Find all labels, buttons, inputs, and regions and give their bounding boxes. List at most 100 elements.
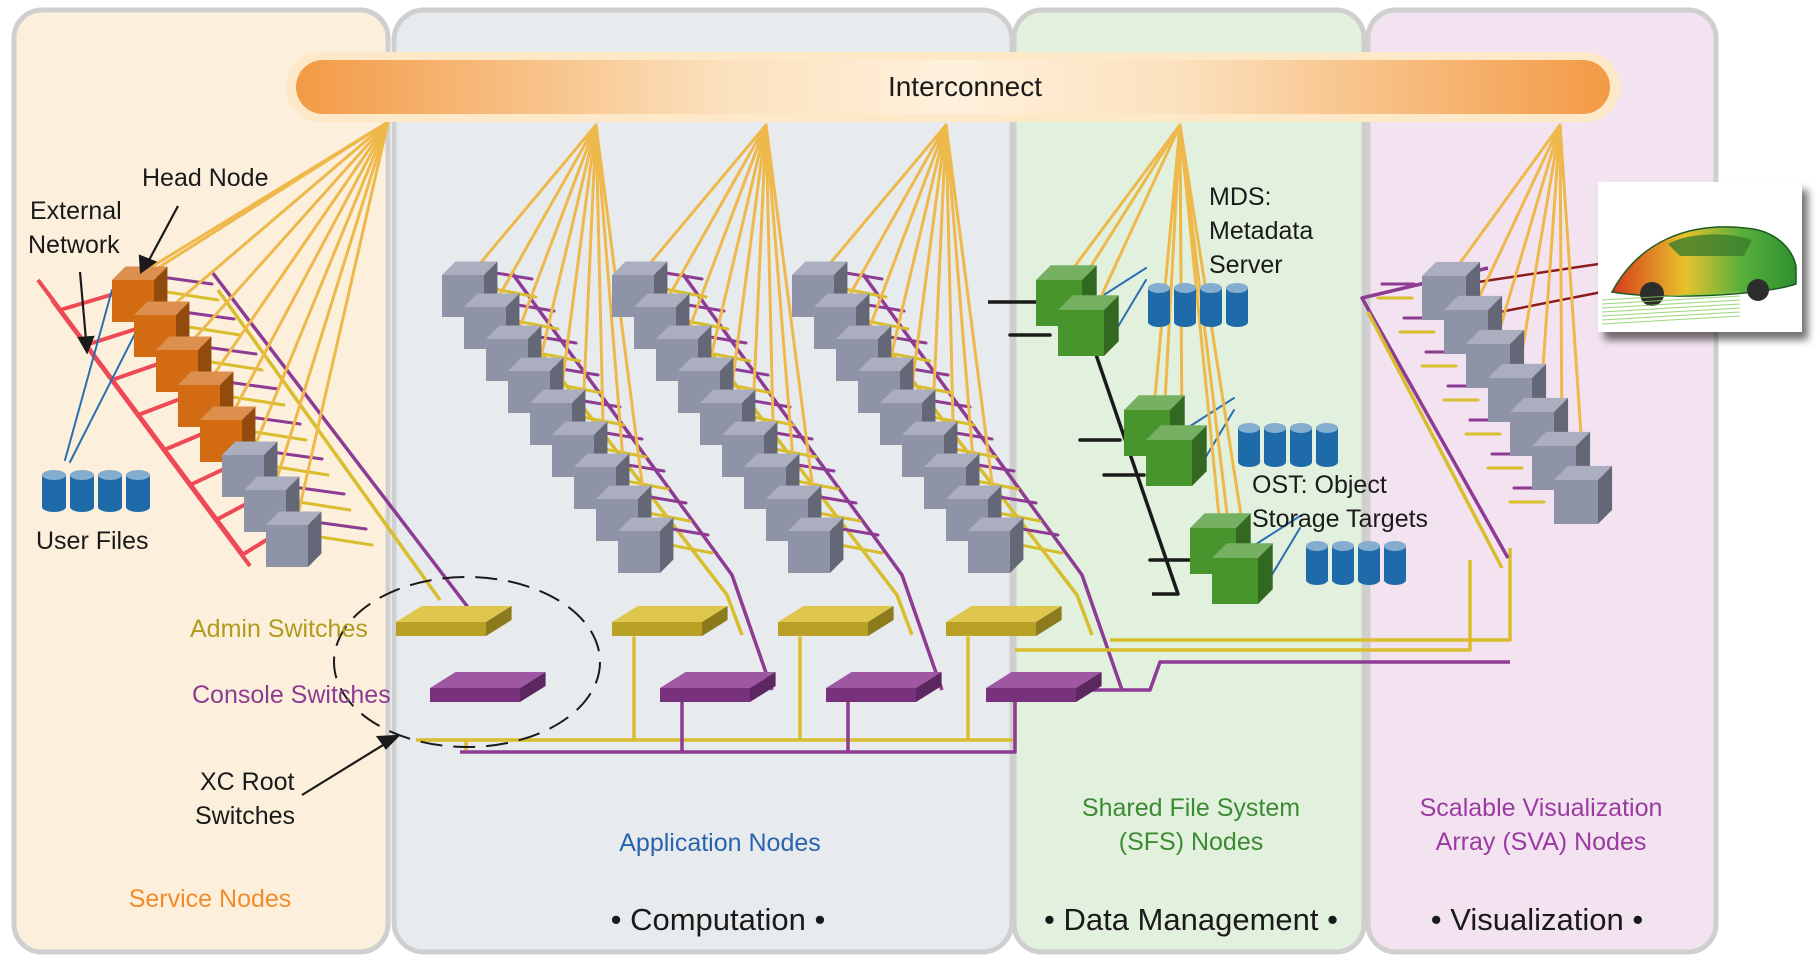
storage-target-disk xyxy=(1238,423,1260,467)
fiber-link xyxy=(594,123,650,531)
external-network-label-2: Network xyxy=(28,231,120,259)
fiber-link xyxy=(1538,123,1562,412)
sfs-node xyxy=(1212,543,1273,604)
car-simulation-image xyxy=(1598,182,1802,332)
console-trunk-sva xyxy=(1090,660,1510,692)
admin-trunk-sva xyxy=(1015,560,1472,652)
fiber-link xyxy=(594,123,628,499)
sva-node xyxy=(1444,295,1503,354)
console-switch xyxy=(986,672,1102,702)
sfs-disk-link xyxy=(1249,515,1301,549)
fiber-link xyxy=(764,123,798,499)
fiber-link xyxy=(1092,123,1182,314)
external-network-link xyxy=(240,537,270,557)
application-node xyxy=(968,517,1024,573)
service-node xyxy=(266,511,322,567)
user-files-link xyxy=(69,319,143,463)
fiber-link xyxy=(250,120,390,455)
storage-target-disk xyxy=(1306,541,1328,585)
application-node xyxy=(618,517,674,573)
fiber-link xyxy=(294,120,390,525)
storage-target-disk xyxy=(1200,283,1222,327)
flow-streak-line xyxy=(1601,291,1741,301)
external-network-link xyxy=(136,397,182,417)
fiber-link xyxy=(1178,123,1232,540)
sva-nodes-label-2: Array (SVA) Nodes xyxy=(1436,828,1647,856)
admin-switches-label: Admin Switches xyxy=(190,615,368,643)
fiber-link xyxy=(930,123,948,435)
user-files-label: User Files xyxy=(36,527,149,555)
ost-label-1: OST: Object xyxy=(1252,471,1387,499)
fiber-link xyxy=(128,120,390,282)
xc-root-switches-highlight xyxy=(333,576,601,748)
interconnect-bar xyxy=(296,60,1610,114)
fiber-link xyxy=(662,123,768,307)
fiber-link xyxy=(728,123,768,403)
xc-root-label-1: XC Root xyxy=(200,768,295,796)
external-network-link xyxy=(84,327,138,347)
fiber-link xyxy=(492,123,598,307)
mds-label-1: MDS: xyxy=(1209,183,1272,211)
ost-label-2: Storage Targets xyxy=(1252,505,1428,533)
fiber-link xyxy=(162,120,390,315)
fiber-link xyxy=(820,123,948,275)
sfs-nodes-label-1: Shared File System xyxy=(1082,794,1300,822)
fiber-link xyxy=(764,123,820,531)
mds-label-3: Server xyxy=(1209,251,1283,279)
service-admin-rail xyxy=(216,288,442,602)
storage-target-disk xyxy=(1290,423,1312,467)
user-files-disk xyxy=(126,470,150,512)
fiber-link xyxy=(1178,123,1250,562)
fiber-link xyxy=(1074,123,1182,292)
fiber-link xyxy=(1064,123,1182,280)
admin-switch xyxy=(396,606,512,636)
fiber-link xyxy=(640,123,768,275)
head-node-label: Head Node xyxy=(142,164,268,192)
fiber-link xyxy=(886,123,948,371)
fiber-link xyxy=(558,123,598,403)
user-files-disk xyxy=(98,470,122,512)
interconnect-label: Interconnect xyxy=(888,71,1042,102)
fiber-link xyxy=(272,120,390,490)
mds-label-2: Metadata xyxy=(1209,217,1313,245)
fiber-link xyxy=(944,123,956,467)
admin-trunk-sva-2 xyxy=(1110,548,1512,642)
storage-target-disk xyxy=(1332,541,1354,585)
fiber-link xyxy=(228,120,390,420)
fiber-link xyxy=(580,123,598,435)
flow-streak-line xyxy=(1601,307,1741,317)
fiber-link xyxy=(750,123,768,435)
storage-target-disk xyxy=(1148,283,1170,327)
fiber-link xyxy=(1494,123,1562,344)
fiber-link xyxy=(944,123,1000,531)
fiber-link xyxy=(764,123,776,467)
admin-switch xyxy=(778,606,894,636)
flow-streak-line xyxy=(1601,295,1741,305)
viz-output-link xyxy=(1476,260,1614,284)
flow-streak-line xyxy=(1601,299,1741,309)
flow-streak-line xyxy=(1601,303,1741,313)
user-files-link xyxy=(64,289,113,461)
fiber-link xyxy=(842,123,948,307)
service-console-rail xyxy=(210,270,472,612)
admin-switch xyxy=(946,606,1062,636)
data-management-footer: • Data Management • xyxy=(1044,902,1338,937)
fiber-link xyxy=(1450,123,1562,276)
fiber-link xyxy=(470,123,598,275)
external-network-link xyxy=(110,362,160,382)
fiber-link xyxy=(594,123,606,467)
sfs-disk-link xyxy=(1269,527,1301,579)
sfs-node xyxy=(1146,425,1207,486)
application-node xyxy=(788,517,844,573)
computation-footer: • Computation • xyxy=(611,902,826,937)
fiber-link xyxy=(706,123,768,371)
fiber-link xyxy=(1558,123,1564,446)
interconnect-fibers xyxy=(128,120,1586,562)
sva-admin-rail xyxy=(1366,311,1504,569)
storage-target-disk xyxy=(1316,423,1338,467)
fiber-link xyxy=(908,123,948,403)
fiber-link xyxy=(514,123,598,339)
fiber-link xyxy=(864,123,948,339)
